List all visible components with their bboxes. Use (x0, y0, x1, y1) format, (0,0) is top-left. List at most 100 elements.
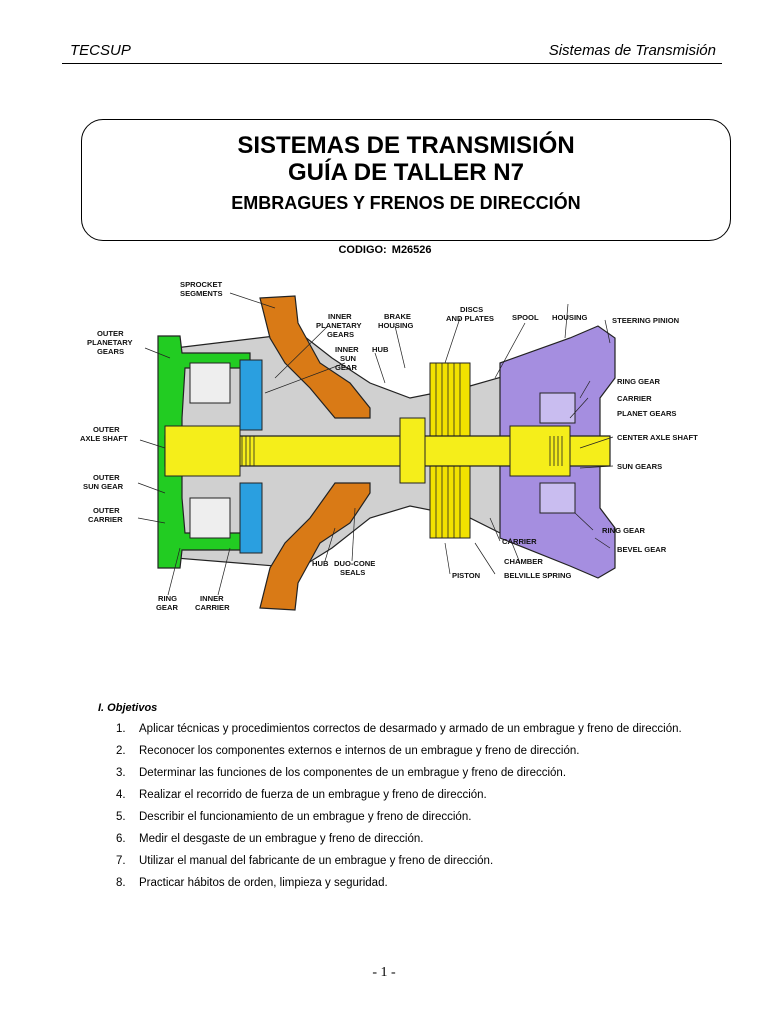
svg-text:INNER: INNER (335, 345, 359, 354)
label-inner-planetary-2: PLANETARY (316, 321, 362, 330)
bearing (189, 497, 231, 539)
svg-text:AXLE SHAFT: AXLE SHAFT (80, 434, 128, 443)
label-piston: PISTON (452, 571, 480, 580)
label-spool: SPOOL (512, 313, 539, 322)
axle-shaft-left (164, 425, 241, 477)
title-line-2: GUÍA DE TALLER N7 (287, 159, 524, 186)
outer-carrier (157, 335, 251, 569)
svg-text:BELVILLE SPRING: BELVILLE SPRING (504, 571, 571, 580)
label-center-axle: CENTER AXLE SHAFT (617, 433, 698, 442)
list-item: 1.Aplicar técnicas y procedimientos corr… (116, 722, 710, 737)
svg-text:CHAMBER: CHAMBER (504, 557, 543, 566)
label-outer-planetary-1: OUTER (97, 329, 124, 338)
label-outer-sun-2: SUN GEAR (83, 482, 124, 491)
svg-text:CARRIER: CARRIER (88, 515, 123, 524)
bearing (189, 362, 231, 404)
svg-text:RING GEAR: RING GEAR (617, 377, 661, 386)
sprocket-hub (259, 295, 371, 419)
label-sprocket-2: SEGMENTS (180, 289, 223, 298)
label-planet-gears: PLANET GEARS (617, 409, 677, 418)
label-outer-planetary-3: GEARS (97, 347, 124, 356)
svg-text:RING: RING (158, 594, 177, 603)
svg-text:SUN GEARS: SUN GEARS (617, 462, 662, 471)
label-steering-pinion: STEERING PINION (612, 316, 679, 325)
label-inner-carrier-1: INNER (200, 594, 224, 603)
axle-shaft-flange (399, 417, 426, 484)
label-ring-gear-left-1: RING (158, 594, 177, 603)
document-code: CODIGO: M26526 (0, 244, 768, 256)
label-brake-housing-1: BRAKE (384, 312, 411, 321)
objectives-list: 1.Aplicar técnicas y procedimientos corr… (116, 722, 710, 898)
svg-text:GEAR: GEAR (335, 363, 357, 372)
svg-text:CENTER AXLE SHAFT: CENTER AXLE SHAFT (617, 433, 698, 442)
label-discs-2: AND PLATES (446, 314, 494, 323)
label-ring-gear-bottom: RING GEAR (602, 526, 646, 535)
svg-text:SPOOL: SPOOL (512, 313, 539, 322)
svg-text:INNER: INNER (200, 594, 224, 603)
item-number: 8. (116, 877, 126, 889)
list-item: 5. Describir el funcionamiento de un embr… (116, 810, 710, 825)
label-housing: HOUSING (552, 313, 588, 322)
label-carrier-right: CARRIER (617, 394, 652, 403)
svg-text:AND PLATES: AND PLATES (446, 314, 494, 323)
svg-text:PLANET GEARS: PLANET GEARS (617, 409, 677, 418)
label-outer-axle-1: OUTER (93, 425, 120, 434)
svg-text:STEERING PINION: STEERING PINION (612, 316, 679, 325)
label-inner-planetary-3: GEARS (327, 330, 354, 339)
list-item: 2.Reconocer los componentes externos e i… (116, 744, 710, 759)
item-number: 5. (116, 811, 126, 823)
svg-text:HOUSING: HOUSING (378, 321, 414, 330)
svg-text:PLANETARY: PLANETARY (87, 338, 133, 347)
svg-text:SUN: SUN (340, 354, 356, 363)
item-number: 6. (116, 833, 126, 845)
svg-text:CARRIER: CARRIER (617, 394, 652, 403)
label-inner-sun-1: INNER (335, 345, 359, 354)
svg-text:SUN GEAR: SUN GEAR (83, 482, 124, 491)
list-item: 3. Determinar las funciones de los compon… (116, 766, 710, 781)
svg-text:SEGMENTS: SEGMENTS (180, 289, 223, 298)
svg-text:OUTER: OUTER (93, 473, 120, 482)
item-number: 1. (116, 723, 126, 735)
list-item: 7.Utilizar el manual del fabricante de u… (116, 854, 710, 869)
svg-text:BEVEL GEAR: BEVEL GEAR (617, 545, 667, 554)
svg-text:PISTON: PISTON (452, 571, 480, 580)
svg-text:HUB: HUB (372, 345, 389, 354)
svg-text:GEARS: GEARS (327, 330, 354, 339)
label-bevel-gear: BEVEL GEAR (617, 545, 667, 554)
header-right: Sistemas de Transmisión (548, 42, 716, 59)
list-item: 8. Practicar hábitos de orden, limpieza y… (116, 876, 710, 891)
header-divider (62, 63, 722, 64)
item-text: Determinar las funciones de los componen… (139, 767, 567, 779)
planet-gear (539, 392, 576, 424)
label-outer-carrier-2: CARRIER (88, 515, 123, 524)
item-number: 7. (116, 855, 126, 867)
svg-text:BRAKE: BRAKE (384, 312, 411, 321)
svg-text:OUTER: OUTER (93, 506, 120, 515)
label-outer-sun-1: OUTER (93, 473, 120, 482)
item-text: Practicar hábitos de orden, limpieza y s… (139, 877, 388, 889)
svg-text:GEAR: GEAR (156, 603, 178, 612)
svg-text:HOUSING: HOUSING (552, 313, 588, 322)
label-ring-gear-left-2: GEAR (156, 603, 178, 612)
label-outer-axle-2: AXLE SHAFT (80, 434, 128, 443)
label-inner-carrier-2: CARRIER (195, 603, 230, 612)
item-text: Describir el funcionamiento de un embrag… (139, 811, 472, 823)
svg-text:RING GEAR: RING GEAR (602, 526, 646, 535)
svg-text:PLANETARY: PLANETARY (316, 321, 362, 330)
svg-text:DISCS: DISCS (460, 305, 483, 314)
svg-text:DUO-CONE: DUO-CONE (334, 559, 375, 568)
transmission-diagram: SPROCKET SEGMENTS OUTER PLANETARY GEARS … (80, 280, 698, 612)
item-text: Reconocer los componentes externos e int… (139, 745, 580, 757)
inner-sun-gear-lower (239, 482, 263, 554)
item-text: Medir el desgaste de un embrague y freno… (139, 833, 424, 845)
label-discs-1: DISCS (460, 305, 483, 314)
objectives-title: I. Objetivos (98, 702, 158, 714)
label-duo-cone-2: SEALS (340, 568, 365, 577)
svg-text:HUB: HUB (312, 559, 329, 568)
label-inner-sun-3: GEAR (335, 363, 357, 372)
label-hub-bottom: HUB (312, 559, 329, 568)
label-carrier-bottom: CARRIER (502, 537, 537, 546)
label-hub-top: HUB (372, 345, 389, 354)
item-text: Realizar el recorrido de fuerza de un em… (139, 789, 487, 801)
item-number: 3. (116, 767, 126, 779)
